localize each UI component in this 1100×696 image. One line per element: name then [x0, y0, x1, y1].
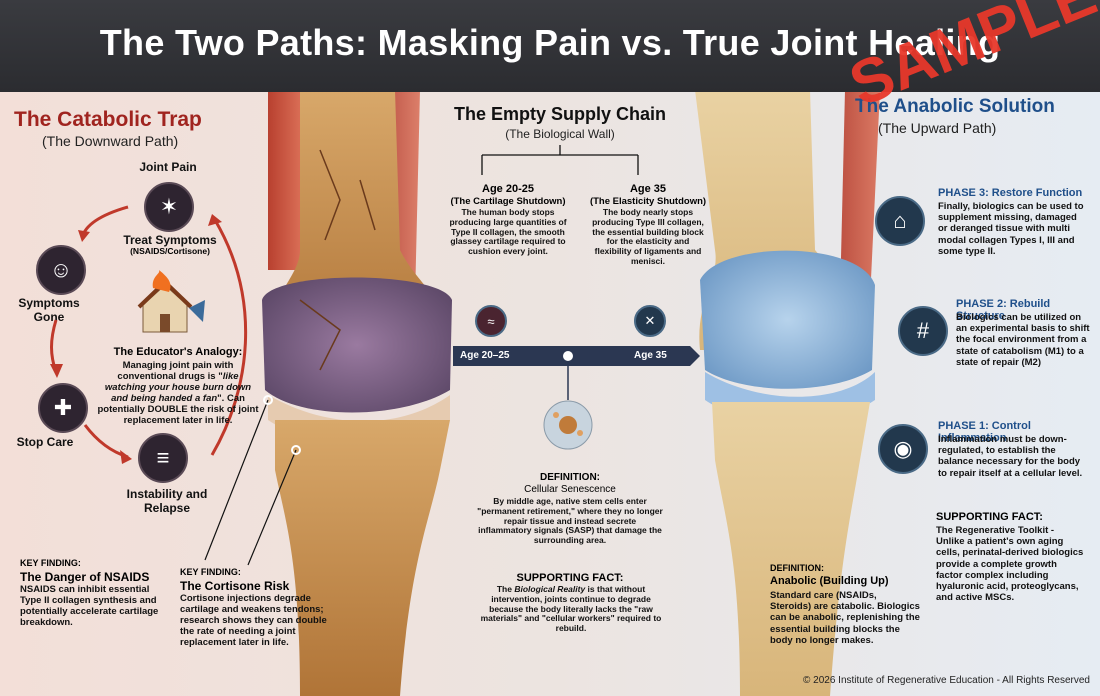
- title-bar: [0, 0, 1100, 92]
- right-fact-text: The Regenerative Toolkit - Unlike a pati…: [936, 525, 1084, 604]
- cycle-treat-symptoms-sub: (NSAIDS/Cortisone): [130, 246, 210, 256]
- cycle-treat-symptoms: Treat Symptoms: [123, 233, 217, 247]
- center-fact-text-1: The: [496, 584, 515, 594]
- cycle-stop-care: Stop Care: [16, 435, 74, 449]
- timeline-marker: [561, 349, 575, 400]
- finding2-label: KEY FINDING:: [180, 567, 241, 577]
- phase3-text: Finally, biologics can be used to supple…: [938, 201, 1084, 257]
- analogy-quote: like watching your house burn down and b…: [104, 370, 252, 404]
- finding1-title: The Danger of NSAIDS: [20, 570, 150, 584]
- center-fact-text-2: is that without intervention, joints con…: [480, 584, 662, 634]
- age1-text: The human body stops producing large qua…: [449, 207, 567, 257]
- finding1-label: KEY FINDING:: [20, 558, 81, 568]
- timeline-right-label: Age 35: [634, 350, 667, 361]
- collagen-mesh-icon: #: [898, 306, 948, 356]
- definition-title: Cellular Senescence: [524, 484, 616, 495]
- finding2-title: The Cortisone Risk: [180, 579, 290, 593]
- definition-label: DEFINITION:: [540, 472, 600, 483]
- analogy-title: The Educator's Analogy:: [113, 346, 243, 358]
- broken-bone-icon: ≡: [138, 433, 188, 483]
- bracket-lines: [481, 145, 639, 175]
- right-fact-label: SUPPORTING FACT:: [936, 511, 1043, 523]
- analogy-text-1: Managing joint pain with conventional dr…: [117, 360, 234, 382]
- right-definition-label: DEFINITION:: [770, 563, 824, 573]
- senescent-cell-icon: [543, 400, 593, 450]
- burning-house-icon: [137, 270, 205, 333]
- age2-title: Age 35: [629, 183, 667, 195]
- analogy-text-2: ". Can potentially DOUBLE the risk of jo…: [97, 392, 259, 426]
- anabolic-title: The Anabolic Solution: [855, 96, 1055, 117]
- bandage-icon: ✚: [38, 383, 88, 433]
- phase3-title: PHASE 3: Restore Function: [938, 187, 1083, 199]
- supply-chain-subtitle: (The Biological Wall): [505, 127, 615, 141]
- center-fact-label: SUPPORTING FACT:: [516, 572, 624, 584]
- age1-title: Age 20-25: [482, 183, 534, 195]
- face-mask-icon: ☺: [36, 245, 86, 295]
- right-definition-title: Anabolic (Building Up): [770, 575, 889, 587]
- finding-callout-lines: [204, 395, 301, 566]
- elastic-fiber-icon: ✕: [634, 305, 666, 337]
- center-fact-italic: Biological Reality: [514, 584, 586, 594]
- anabolic-subtitle: (The Upward Path): [878, 120, 997, 136]
- finding1-text: NSAIDS can inhibit essential Type II col…: [20, 584, 159, 628]
- supply-chain-title: The Empty Supply Chain: [453, 104, 667, 124]
- age2-sub: (The Elasticity Shutdown): [589, 196, 707, 207]
- catabolic-title: The Catabolic Trap: [14, 108, 202, 131]
- age2-text: The body nearly stops producing Type III…: [592, 207, 704, 266]
- copyright: © 2026 Institute of Regenerative Educati…: [803, 675, 1090, 686]
- finding2-text: Cortisone injections degrade cartilage a…: [180, 593, 327, 648]
- phase2-title: PHASE 2: Rebuild Structure: [956, 298, 1051, 322]
- knee-pain-icon: ✶: [144, 182, 194, 232]
- center-fact-text: The Biological Reality is that without i…: [478, 584, 664, 634]
- phase1-text: Inflammation must be down-regulated, to …: [938, 434, 1083, 479]
- right-definition-text: Standard care (NSAIDs, Steroids) are cat…: [770, 590, 920, 646]
- phase2-text: Biologics can be utilized on an experime…: [956, 312, 1090, 368]
- cycle-arrows: [50, 205, 248, 464]
- cycle-instability: Instability and Relapse: [126, 487, 208, 515]
- catabolic-subtitle: (The Downward Path): [42, 133, 179, 149]
- phase1-title: PHASE 1: Control Inflammation: [938, 420, 1031, 444]
- timeline-left-label: Age 20–25: [460, 350, 510, 361]
- age1-sub: (The Cartilage Shutdown): [450, 196, 566, 207]
- collagen-fiber-icon: ≈: [475, 305, 507, 337]
- definition-text: By middle age, native stem cells enter "…: [477, 496, 663, 546]
- cell-icon: ◉: [878, 424, 928, 474]
- cycle-joint-pain: Joint Pain: [139, 160, 197, 174]
- knee-restore-icon: ⌂: [875, 196, 925, 246]
- analogy-text: Managing joint pain with conventional dr…: [96, 360, 260, 427]
- page-title: The Two Paths: Masking Pain vs. True Joi…: [99, 22, 1001, 63]
